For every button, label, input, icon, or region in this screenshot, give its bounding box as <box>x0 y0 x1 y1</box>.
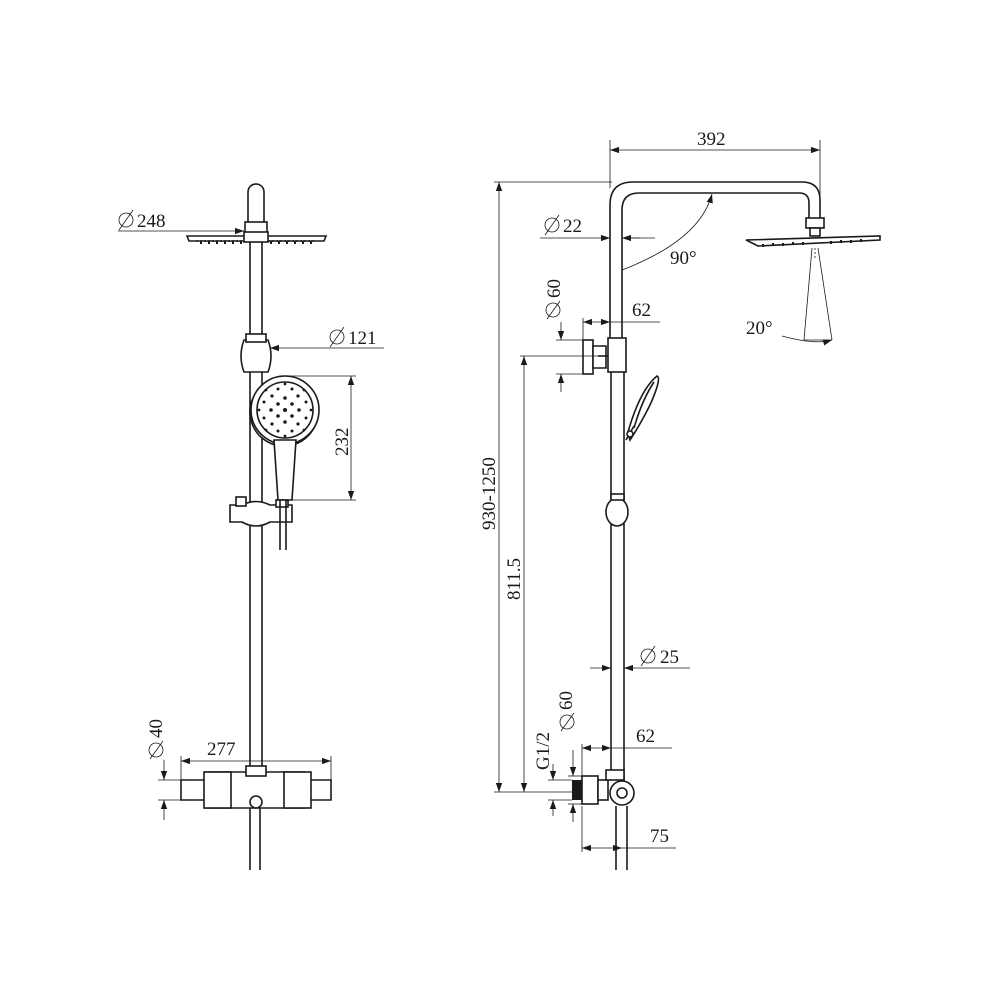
label-connection-thread: G1/2 <box>533 732 554 770</box>
dim-spray-angle: 20° <box>746 318 833 346</box>
front-view: 248 121 232 40 <box>118 183 384 870</box>
shower-arm-outer <box>609 181 821 350</box>
label-handshower-diameter: 121 <box>348 328 377 349</box>
upper-bracket-side <box>582 337 627 375</box>
hand-shower-side <box>625 375 660 442</box>
valve-side <box>572 769 635 870</box>
overhead-shower-head-side <box>745 217 881 341</box>
slider-holder <box>229 496 293 527</box>
label-upper-rose-diameter: 60 <box>544 279 565 298</box>
label-valve-projection: 75 <box>650 826 669 847</box>
shower-arm-inner <box>621 192 810 350</box>
dim-pipe-diameter-top: 22 <box>540 214 655 242</box>
spray-nozzles <box>257 382 313 438</box>
dim-pipe-diameter-lower: 25 <box>590 645 690 672</box>
hose-front <box>279 500 287 550</box>
dim-handshower-diameter: 121 <box>270 326 384 352</box>
label-pipe-diameter-top: 22 <box>563 216 582 237</box>
dim-lower-bracket-offset: 62 <box>581 726 672 778</box>
label-handshower-length: 232 <box>332 428 353 457</box>
dim-height-range: 930-1250 <box>479 181 612 793</box>
dim-valve-width: 277 <box>180 739 332 782</box>
dim-connection-thread: G1/2 <box>533 732 572 816</box>
label-valve-height: 40 <box>146 719 167 738</box>
dim-upper-rose-diameter: 60 <box>544 279 583 392</box>
hand-shower-front <box>249 375 320 501</box>
label-upper-bracket-offset: 62 <box>632 300 651 321</box>
dim-overhead-diameter: 248 <box>118 209 244 235</box>
dim-valve-projection: 75 <box>581 806 676 852</box>
label-arm-projection: 392 <box>697 129 726 150</box>
slider-side <box>605 493 629 527</box>
label-lower-rose-diameter: 60 <box>556 691 577 710</box>
label-overhead-diameter: 248 <box>137 211 166 232</box>
dim-arm-angle: 90° <box>621 193 713 271</box>
riser-top-cap <box>247 183 265 225</box>
dim-bracket-height: 811.5 <box>504 355 598 792</box>
side-view: 392 930-1250 811.5 22 90° <box>479 129 881 870</box>
dim-upper-bracket-offset: 62 <box>582 300 660 340</box>
overhead-shower-head <box>185 231 328 244</box>
label-lower-bracket-offset: 62 <box>636 726 655 747</box>
label-height-range: 930-1250 <box>479 457 500 530</box>
label-bracket-height: 811.5 <box>504 558 525 600</box>
label-spray-angle: 20° <box>746 318 773 339</box>
label-valve-width: 277 <box>207 739 236 760</box>
upper-wall-bracket <box>240 333 272 373</box>
label-arm-angle: 90° <box>670 248 697 269</box>
lower-outlet-pipe <box>249 808 261 870</box>
label-pipe-diameter-lower: 25 <box>660 647 679 668</box>
thermostatic-valve-front <box>180 765 332 809</box>
dim-arm-projection: 392 <box>609 129 821 215</box>
dim-valve-height: 40 <box>146 719 190 820</box>
dim-handshower-length: 232 <box>285 375 356 501</box>
dim-lower-rose-diameter: 60 <box>556 691 583 822</box>
